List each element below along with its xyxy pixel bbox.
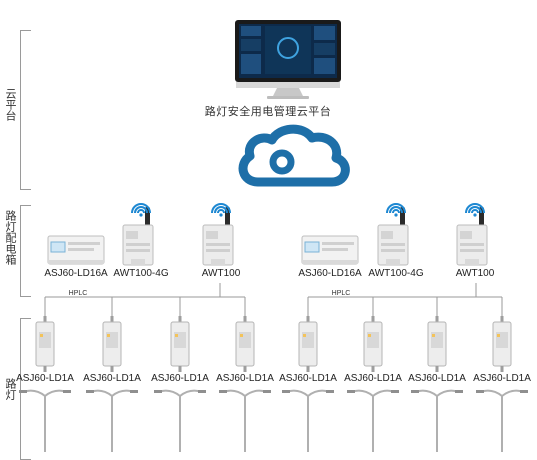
wifi-icon [211, 203, 231, 217]
platform-name: 路灯安全用电管理云平台 [204, 106, 332, 118]
wifi-icon [131, 203, 151, 217]
hplc-label: HPLC [331, 290, 351, 297]
streetlight-pole [154, 389, 206, 452]
light-controller [363, 316, 383, 372]
light-label: ASJ60-LD1A [279, 373, 337, 384]
wifi-icon [465, 203, 485, 217]
tier-label-cloud: 云平台 [4, 88, 16, 121]
gateway-awt100 [456, 207, 488, 266]
streetlight-pole [282, 389, 334, 452]
gateway-awt100 [202, 207, 234, 266]
device-label: AWT100 [455, 268, 495, 279]
device-label: ASJ60-LD16A [44, 268, 108, 279]
device-label: AWT100 [201, 268, 241, 279]
tier-label-streetlight: 路灯 [4, 378, 16, 400]
streetlight-pole [411, 389, 463, 452]
bracket-cloud [20, 30, 31, 190]
light-label: ASJ60-LD1A [83, 373, 141, 384]
light-controller [170, 316, 190, 372]
gateway-awt100-4g [122, 207, 154, 266]
gateway-awt100-4g [377, 207, 409, 266]
streetlight-pole [86, 389, 138, 452]
light-label: ASJ60-LD1A [344, 373, 402, 384]
bracket-cabinet [20, 205, 31, 297]
device-label: ASJ60-LD16A [298, 268, 362, 279]
light-controller [298, 316, 318, 372]
meter-ld16a [301, 235, 359, 265]
streetlight-pole [476, 389, 528, 452]
meter-ld16a [47, 235, 105, 265]
cloud-icon [238, 124, 350, 187]
light-label: ASJ60-LD1A [151, 373, 209, 384]
monitor-icon [235, 20, 341, 99]
tier-label-cabinet: 路灯配电箱 [4, 210, 16, 265]
light-label: ASJ60-LD1A [473, 373, 531, 384]
device-label: AWT100-4G [113, 268, 169, 279]
light-controller [235, 316, 255, 372]
device-label: AWT100-4G [368, 268, 424, 279]
light-label: ASJ60-LD1A [216, 373, 274, 384]
light-controller [427, 316, 447, 372]
wifi-icon [386, 203, 406, 217]
light-label: ASJ60-LD1A [16, 373, 74, 384]
streetlight-pole [219, 389, 271, 452]
hplc-label: HPLC [68, 290, 88, 297]
light-controller [35, 316, 55, 372]
light-label: ASJ60-LD1A [408, 373, 466, 384]
streetlight-pole [347, 389, 399, 452]
light-controller [102, 316, 122, 372]
light-controller [492, 316, 512, 372]
streetlight-pole [19, 389, 71, 452]
